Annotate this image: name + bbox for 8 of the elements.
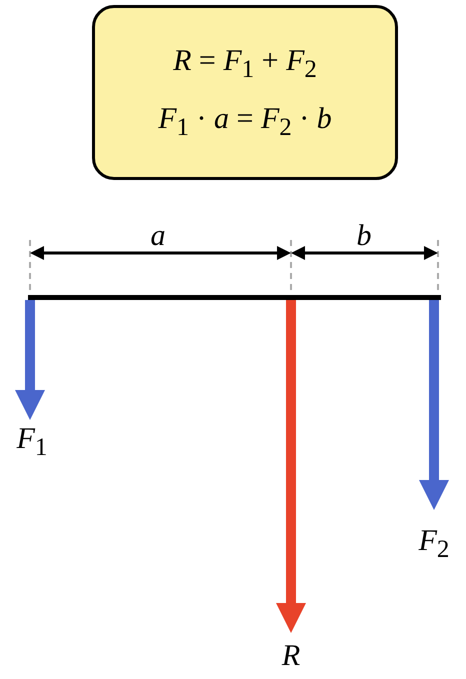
formula: F$_{1}$ · a = F$_{2}$ · b <box>158 102 332 141</box>
formula: R = F$_{1}$ + F$_{2}$ <box>173 44 317 84</box>
distance-label: a <box>150 221 166 251</box>
distance-label: b <box>356 221 372 251</box>
force-label: R <box>282 641 300 671</box>
force-label: F$_{2}$ <box>418 526 450 562</box>
force-label: F$_{1}$ <box>16 424 48 460</box>
formula-box <box>92 5 398 180</box>
